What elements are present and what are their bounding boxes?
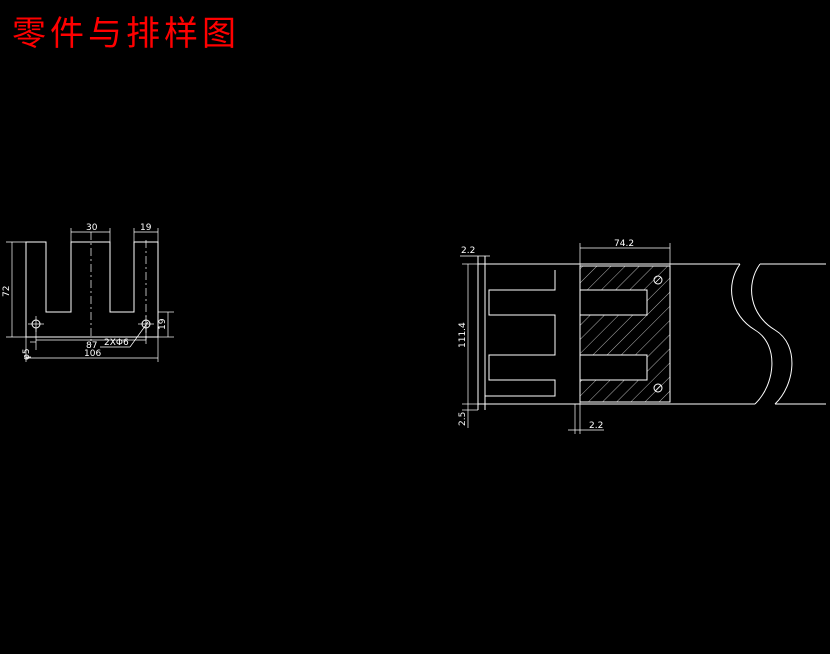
dim-87: 87 [86,341,97,351]
dim-74-2: 74.2 [614,239,634,249]
break-line-left [731,263,773,405]
dim-106: 106 [84,349,101,359]
dim-phi5: φ5 [22,348,32,360]
dim-30: 30 [86,223,98,233]
dim-19-top: 19 [140,223,152,233]
blank-first [484,270,556,397]
dim-2-5: 2.5 [458,412,468,426]
break-line-right [751,263,793,405]
dim-2xphi6: 2XΦ6 [104,338,129,348]
dim-111-4: 111.4 [458,322,468,348]
layout-drawing: 74.2 2.2 111.4 2.5 2.2 [458,239,826,434]
dim-72: 72 [2,286,12,297]
part-drawing: 30 19 72 19 φ5 87 [2,223,174,362]
dim-19-right: 19 [158,318,168,330]
pilot-hole-bottom [653,383,663,393]
drawing-title: 零件与排样图 [12,14,240,54]
dim-2-2-left: 2.2 [461,246,475,256]
dim-2-2-bottom: 2.2 [589,421,603,431]
part-outline [25,241,159,338]
blank-hatched [579,265,671,403]
pilot-hole-top [653,275,663,285]
